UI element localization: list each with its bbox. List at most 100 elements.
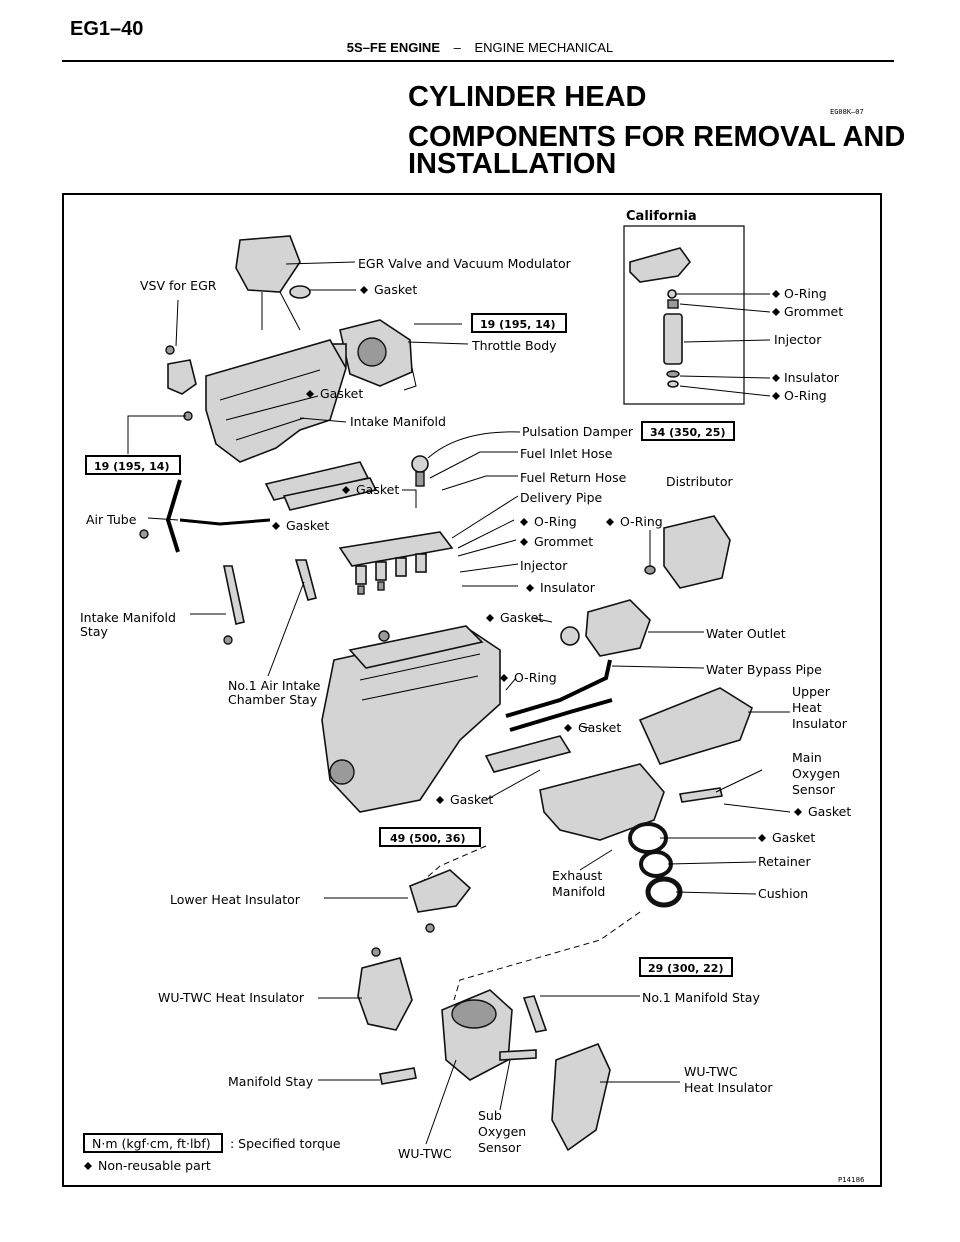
cal-injector-parts <box>629 247 692 388</box>
im-stay-part <box>223 565 245 645</box>
label-gasket-wb: Gasket <box>578 720 621 735</box>
sub-o2-sensor-part <box>499 1049 537 1061</box>
label-im-stay-2: Stay <box>80 624 108 639</box>
label-gasket-o2: Gasket <box>808 804 851 819</box>
exhaust-manifold-part <box>539 763 665 841</box>
label-wu-twc: WU-TWC <box>398 1146 452 1161</box>
label-no1-air-1: No.1 Air Intake <box>228 678 321 693</box>
vsv-egr-part <box>165 345 197 395</box>
water-outlet-part <box>560 599 651 657</box>
diamond-grommet-dp <box>520 538 528 546</box>
dashed-leader-1 <box>423 845 487 881</box>
label-cal-oring1: O-Ring <box>784 286 827 301</box>
exhaust-gasket-part <box>484 735 572 773</box>
label-main-o2-2: Oxygen <box>792 766 840 781</box>
california-inset-box <box>623 225 745 405</box>
label-insulator-dp: Insulator <box>540 580 596 595</box>
figure-id: P14186 <box>838 1176 865 1184</box>
label-wu-twc-heat: WU-TWC Heat Insulator <box>158 990 305 1005</box>
section-name: ENGINE MECHANICAL <box>474 40 614 55</box>
label-gasket-egr: Gasket <box>374 282 417 297</box>
label-sub-o2-2: Oxygen <box>478 1124 526 1139</box>
legend-diamond-icon <box>84 1162 92 1170</box>
lower-heat-insulator-part <box>409 869 472 933</box>
label-pulsation-damper: Pulsation Damper <box>522 424 634 439</box>
label-air-tube: Air Tube <box>86 512 137 527</box>
water-bypass-pipe-part <box>505 659 613 732</box>
diamond-cal-oring2 <box>772 392 780 400</box>
label-intake-manifold: Intake Manifold <box>350 414 446 429</box>
label-cal-oring2: O-Ring <box>784 388 827 403</box>
air-tube-part <box>139 479 271 553</box>
legend-unit-text: N·m (kgf·cm, ft·lbf) <box>92 1136 211 1151</box>
subtitle-line-2: INSTALLATION <box>408 148 617 180</box>
diamond-insulator-dp <box>526 584 534 592</box>
upper-heat-insulator-part <box>638 687 753 765</box>
label-retainer: Retainer <box>758 854 811 869</box>
label-main-o2-3: Sensor <box>792 782 836 797</box>
header-rule <box>62 60 894 62</box>
label-upper-heat-3: Insulator <box>792 716 848 731</box>
egr-gasket-part <box>289 285 311 299</box>
torque-value-1: 19 (195, 14) <box>480 318 555 331</box>
cylinder-head-part <box>321 625 501 813</box>
label-cal-grommet: Grommet <box>784 304 843 319</box>
diamond-oring-wb <box>500 674 508 682</box>
manifold-stay-part <box>379 1067 417 1085</box>
label-cal-insulator: Insulator <box>784 370 840 385</box>
running-header: 5S–FE ENGINE – ENGINE MECHANICAL <box>0 40 960 55</box>
intake-manifold-part <box>205 339 347 463</box>
legend-specified-torque: : Specified torque <box>230 1136 341 1151</box>
label-sub-o2-1: Sub <box>478 1108 502 1123</box>
label-oring-wb: O-Ring <box>514 670 557 685</box>
page-title: CYLINDER HEAD <box>408 81 647 113</box>
diamond-gasket-ex <box>436 796 444 804</box>
pulsation-damper-part <box>411 455 429 487</box>
doc-code: EG08K–07 <box>830 108 864 116</box>
label-gasket-im: Gasket <box>356 482 399 497</box>
label-throttle-body: Throttle Body <box>471 338 557 353</box>
label-water-bypass: Water Bypass Pipe <box>706 662 822 677</box>
torque-box-5 <box>639 957 733 977</box>
delivery-pipe-part <box>338 531 454 595</box>
label-cushion: Cushion <box>758 886 808 901</box>
label-gasket-air: Gasket <box>286 518 329 533</box>
main-o2-sensor-part <box>679 787 723 803</box>
label-gasket-tb: Gasket <box>320 386 363 401</box>
label-gasket-ring: Gasket <box>772 830 815 845</box>
label-wu-twc-heat2-2: Heat Insulator <box>684 1080 773 1095</box>
label-sub-o2-3: Sensor <box>478 1140 522 1155</box>
intake-gaskets-part <box>264 461 378 511</box>
diamond-gasket-ring <box>758 834 766 842</box>
label-exhaust-1: Exhaust <box>552 868 602 883</box>
diamond-oring-dp <box>520 518 528 526</box>
diamond-gasket-o2 <box>794 808 802 816</box>
diamond-oring-dist <box>606 518 614 526</box>
label-exhaust-2: Manifold <box>552 884 605 899</box>
diamond-gasket-air <box>272 522 280 530</box>
no1-air-stay-part <box>294 559 317 601</box>
wu-twc-part <box>441 989 513 1081</box>
label-delivery-pipe: Delivery Pipe <box>520 490 603 505</box>
label-vsv-egr: VSV for EGR <box>140 278 217 293</box>
torque-value-2: 19 (195, 14) <box>94 460 169 473</box>
torque-box-4 <box>379 827 481 847</box>
inset-title: California <box>626 209 697 224</box>
label-distributor: Distributor <box>666 474 734 489</box>
distributor-part <box>644 515 731 589</box>
diamond-gasket-wb <box>564 724 572 732</box>
diamond-cal-grommet <box>772 308 780 316</box>
diamond-gasket-egr <box>360 286 368 294</box>
torque-box-3 <box>641 421 735 441</box>
engine-name: 5S–FE ENGINE <box>346 40 440 55</box>
wu-twc-heat-insulator-2-part <box>551 1042 611 1152</box>
label-gasket-ex: Gasket <box>450 792 493 807</box>
header-separator: – <box>453 40 461 55</box>
label-injector-dp: Injector <box>520 558 568 573</box>
no1-manifold-stay-part <box>522 995 548 1033</box>
throttle-body-part <box>339 319 417 391</box>
label-gasket-wo: Gasket <box>500 610 543 625</box>
torque-value-5: 29 (300, 22) <box>648 962 723 975</box>
diamond-cal-oring1 <box>772 290 780 298</box>
subtitle-line-1: COMPONENTS FOR REMOVAL AND <box>408 121 906 153</box>
